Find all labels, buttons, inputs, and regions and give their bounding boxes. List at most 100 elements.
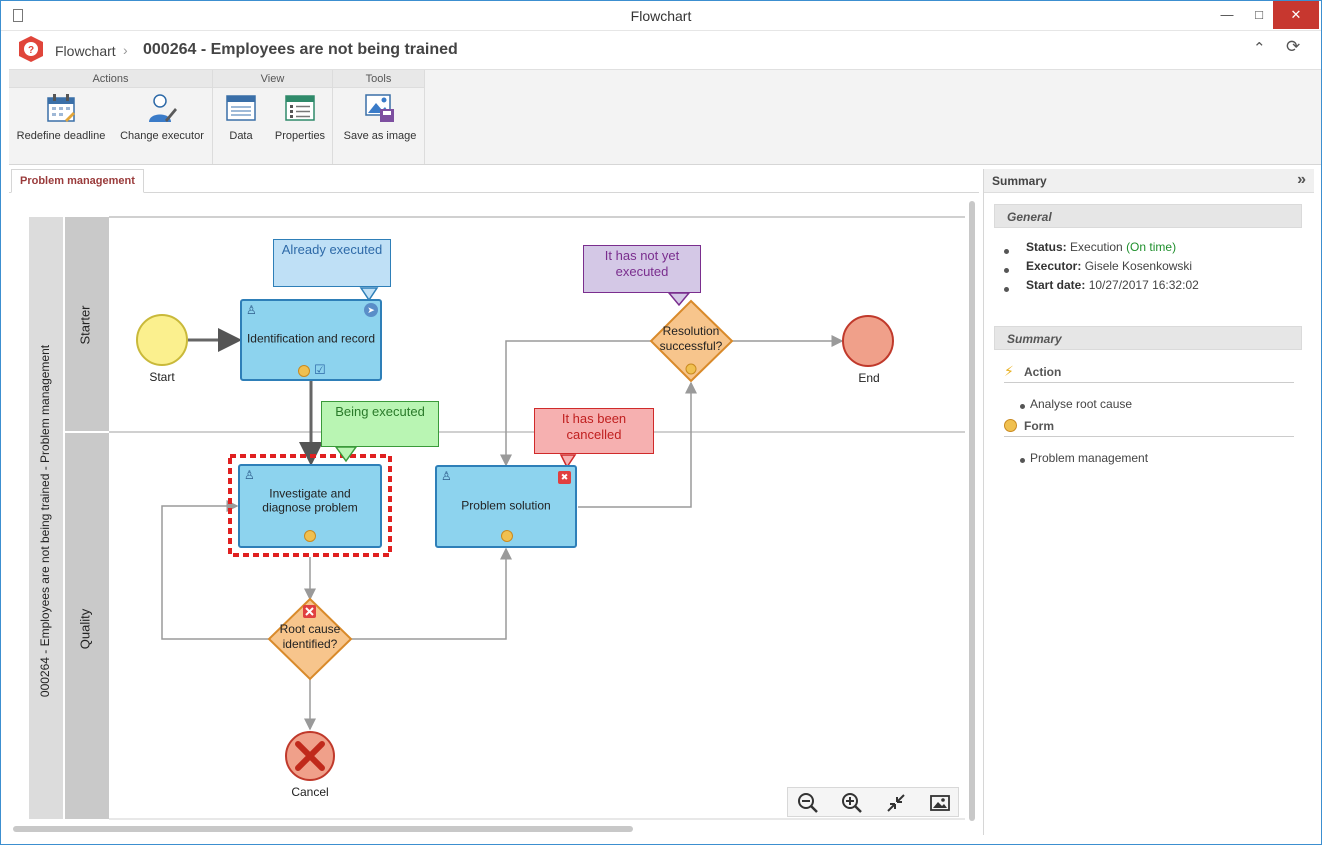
start-event[interactable] xyxy=(136,314,188,366)
ribbon-group-title: Tools xyxy=(333,70,424,88)
change-executor-label: Change executor xyxy=(120,130,204,142)
ribbon-group-title: Actions xyxy=(9,70,212,88)
form-icon xyxy=(298,365,310,377)
gateway-rootcause-label: Root cause identified? xyxy=(279,622,341,651)
task-label: Problem solution xyxy=(461,498,551,513)
end-event[interactable] xyxy=(842,315,894,367)
pool-header xyxy=(29,217,63,819)
action-item: Analyse root cause xyxy=(1030,397,1133,411)
gateway-resolution-label: Resolution successful? xyxy=(659,324,723,353)
cancel-event-label: Cancel xyxy=(291,785,329,799)
calendar-icon xyxy=(47,94,75,122)
zoom-out-icon[interactable] xyxy=(796,791,820,815)
task-identification[interactable]: ♙ Identification and record ☑ ➤ xyxy=(240,299,382,381)
task-solution[interactable]: ♙ Problem solution ✖ xyxy=(435,465,577,548)
gateway-resolution[interactable] xyxy=(649,299,734,383)
section-general-title: General xyxy=(1007,210,1052,224)
executor-value: Gisele Kosenkowski xyxy=(1084,259,1193,273)
ribbon-toolbar: Actions Redefine deadline Change execut xyxy=(9,69,1321,165)
task-label: Investigate and diagnose problem xyxy=(262,486,358,515)
bullet xyxy=(1004,287,1009,292)
save-image-icon xyxy=(365,94,394,122)
user-task-icon: ♙ xyxy=(246,303,257,317)
action-title: Action xyxy=(1024,365,1062,379)
zoom-in-icon[interactable] xyxy=(840,791,864,815)
status-note: (On time) xyxy=(1126,240,1177,254)
start-date-value: 10/27/2017 16:32:02 xyxy=(1088,278,1199,292)
start-date-label: Start date: xyxy=(1026,278,1086,292)
save-as-image-label: Save as image xyxy=(343,130,417,142)
form-title: Form xyxy=(1024,419,1054,433)
change-executor-button[interactable]: Change executor xyxy=(117,92,207,142)
maximize-icon[interactable]: □ xyxy=(1255,7,1263,22)
connector xyxy=(578,381,697,508)
save-as-image-button[interactable]: Save as image xyxy=(339,92,421,142)
cancel-event[interactable] xyxy=(285,731,335,781)
title-bar: Flowchart — □ ✕ xyxy=(1,1,1321,31)
redefine-deadline-button[interactable]: Redefine deadline xyxy=(15,92,107,142)
collapse-icon[interactable]: ⌃ xyxy=(1253,40,1266,57)
executor-label: Executor: xyxy=(1026,259,1082,273)
section-general[interactable]: General xyxy=(994,204,1302,228)
user-task-icon: ♙ xyxy=(441,469,452,483)
data-label: Data xyxy=(229,130,253,142)
status-value: Execution xyxy=(1070,240,1123,254)
cancelled-icon: ✖ xyxy=(558,471,571,484)
callout-being-executed: Being executed xyxy=(321,401,439,447)
data-button[interactable]: Data xyxy=(217,92,265,142)
callout-not-yet-executed: It has not yet executed xyxy=(583,245,701,293)
refresh-icon[interactable]: ⟳ xyxy=(1286,37,1301,56)
horizontal-scrollbar[interactable] xyxy=(13,826,633,832)
double-chevron-icon[interactable]: » xyxy=(1297,171,1306,188)
section-summary[interactable]: Summary xyxy=(994,326,1302,350)
zoom-toolbar xyxy=(787,787,959,817)
table-icon xyxy=(226,95,256,121)
minimize-icon[interactable]: — xyxy=(1220,7,1234,22)
properties-label: Properties xyxy=(274,130,326,142)
section-summary-title: Summary xyxy=(1007,332,1062,346)
status-row: Status: Execution (On time) xyxy=(1026,240,1176,254)
task-label: Identification and record xyxy=(246,331,376,346)
properties-button[interactable]: Properties xyxy=(269,92,331,142)
summary-panel-header: Summary » xyxy=(984,169,1314,193)
form-icon xyxy=(501,530,513,542)
window-title: Flowchart xyxy=(630,8,692,24)
form-icon xyxy=(1004,419,1017,432)
current-task-highlight xyxy=(228,454,392,557)
form-item: Problem management xyxy=(1030,451,1149,465)
vertical-scrollbar[interactable] xyxy=(969,201,975,821)
ribbon-group-view: View Data Properties xyxy=(213,70,333,164)
end-event-label: End xyxy=(858,371,880,385)
connector xyxy=(351,547,512,640)
image-icon[interactable] xyxy=(928,791,952,815)
checklist-icon: ☑ xyxy=(314,362,326,377)
gateway-rootcause[interactable] xyxy=(267,597,353,681)
callout-cancelled: It has been cancelled xyxy=(534,408,654,454)
bullet xyxy=(1020,458,1025,463)
executor-row: Executor: Gisele Kosenkowski xyxy=(1026,259,1192,273)
lane-header-starter xyxy=(65,217,109,431)
form-icon xyxy=(304,530,316,542)
page-header xyxy=(1,31,1321,69)
lightning-icon: ⚡ xyxy=(1004,363,1014,379)
ribbon-group-tools: Tools Save as image xyxy=(333,70,425,164)
close-icon[interactable]: ✕ xyxy=(1273,1,1319,29)
task-investigate[interactable]: ♙ Investigate and diagnose problem xyxy=(238,464,382,548)
fit-icon[interactable] xyxy=(884,791,908,815)
user-edit-icon xyxy=(149,94,177,122)
breadcrumb-app[interactable]: Flowchart xyxy=(55,43,116,59)
start-date-row: Start date: 10/27/2017 16:32:02 xyxy=(1026,278,1199,292)
document-icon xyxy=(13,9,23,22)
page-title: 000264 - Employees are not being trained xyxy=(143,41,458,58)
callout-already-executed: Already executed xyxy=(273,239,391,287)
form-subheader: Form xyxy=(1004,417,1294,437)
properties-icon xyxy=(285,95,315,121)
tab-bar: Problem management xyxy=(9,169,979,193)
lane-header-quality xyxy=(65,433,109,819)
redefine-deadline-label: Redefine deadline xyxy=(16,130,106,142)
tab-problem-management[interactable]: Problem management xyxy=(11,169,144,193)
connector xyxy=(500,340,651,467)
bullet xyxy=(1020,404,1025,409)
